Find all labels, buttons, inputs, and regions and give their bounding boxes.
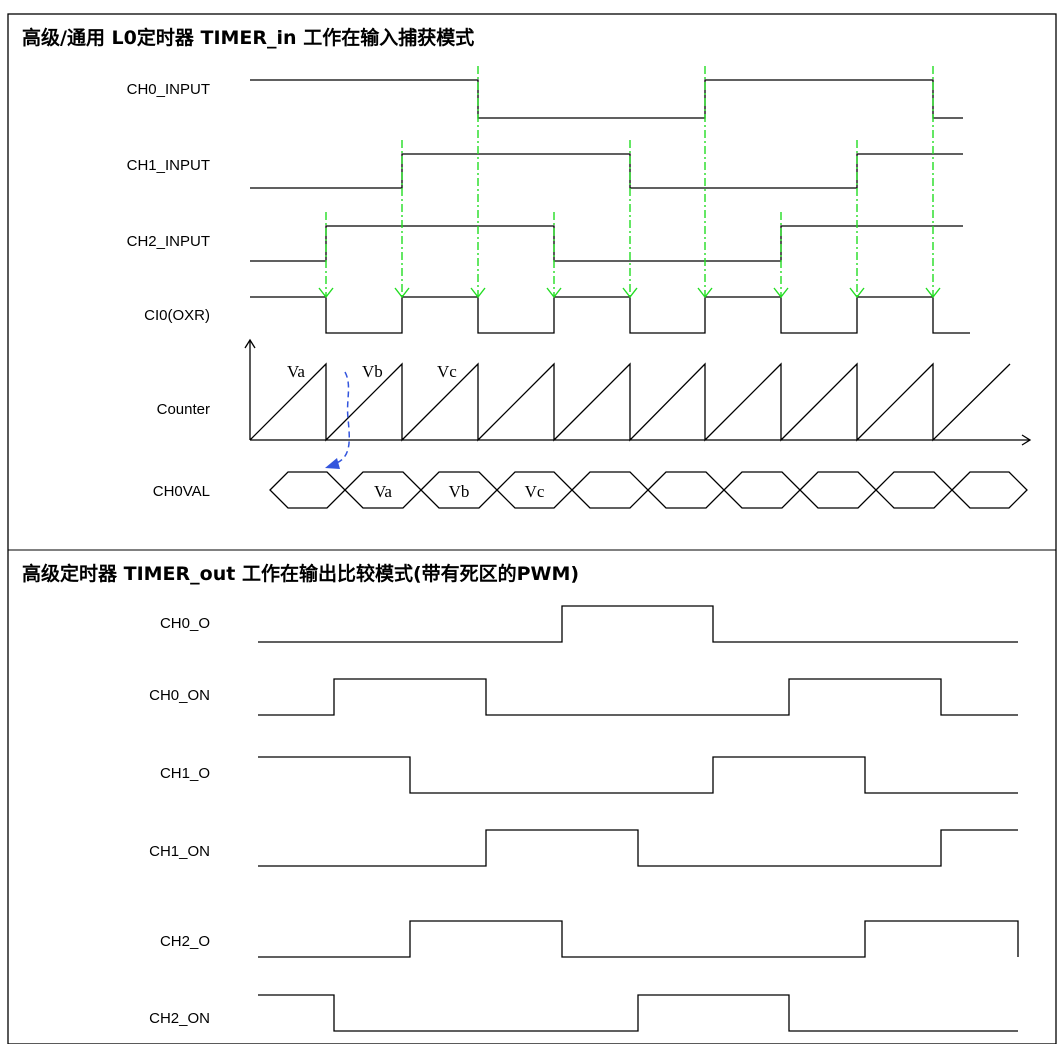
ch0val-cell-value: Va bbox=[374, 482, 392, 501]
ch0val-cell bbox=[269, 471, 346, 509]
edge-marker-arrow-icon bbox=[622, 287, 638, 299]
ch0val-cell bbox=[875, 471, 953, 509]
counter-label: Counter bbox=[157, 401, 210, 418]
diagram-frame bbox=[7, 13, 1057, 1044]
counter-x-axis-arrow-icon bbox=[1021, 434, 1032, 446]
edge-marker-arrow-icon bbox=[697, 287, 713, 299]
ch0val-cell-value: Vb bbox=[449, 482, 470, 501]
ch1-on-label: CH1_ON bbox=[149, 843, 210, 860]
counter-value-va: Va bbox=[287, 362, 305, 381]
ch0-on-label: CH0_ON bbox=[149, 687, 210, 704]
ch0-on-waveform bbox=[258, 678, 1018, 716]
counter-sawtooth bbox=[249, 362, 1011, 442]
edge-marker-arrow-icon bbox=[470, 287, 486, 299]
edge-marker-arrow-icon bbox=[773, 287, 789, 299]
ch0val-cell bbox=[799, 471, 877, 509]
ch0val-cell bbox=[723, 471, 801, 509]
ch2-on-waveform bbox=[258, 994, 1018, 1032]
ch1-o-label: CH1_O bbox=[160, 765, 210, 782]
ch2-input-waveform bbox=[250, 225, 963, 262]
ch0-o-waveform bbox=[258, 605, 1018, 643]
ch2-o-label: CH2_O bbox=[160, 933, 210, 950]
edge-marker-arrow-icon bbox=[546, 287, 562, 299]
ch2-input-label: CH2_INPUT bbox=[127, 233, 210, 250]
ch1-input-label: CH1_INPUT bbox=[127, 157, 210, 174]
ch0val-bus: Va Vb Vc bbox=[269, 471, 1028, 509]
counter-y-axis-arrow-icon bbox=[244, 338, 256, 349]
ch0val-cell bbox=[647, 471, 725, 509]
edge-markers bbox=[318, 66, 941, 299]
ch0val-cell bbox=[951, 471, 1028, 509]
ch1-input-waveform bbox=[250, 153, 963, 189]
edge-marker-arrow-icon bbox=[318, 287, 334, 299]
edge-marker-arrow-icon bbox=[925, 287, 941, 299]
ch0val-label: CH0VAL bbox=[153, 483, 210, 500]
ch0-o-label: CH0_O bbox=[160, 615, 210, 632]
ch0-input-label: CH0_INPUT bbox=[127, 81, 210, 98]
ch1-o-waveform bbox=[258, 756, 1018, 794]
ch2-on-label: CH2_ON bbox=[149, 1010, 210, 1027]
ch2-o-waveform bbox=[258, 920, 1019, 958]
edge-marker-arrow-icon bbox=[394, 287, 410, 299]
edge-marker-arrow-icon bbox=[849, 287, 865, 299]
ch1-on-waveform bbox=[258, 829, 1018, 867]
section-in-title: 高级/通用 L0定时器 TIMER_in 工作在输入捕获模式 bbox=[22, 26, 474, 49]
ci0-oxr-label: CI0(OXR) bbox=[144, 307, 210, 324]
section-out-title: 高级定时器 TIMER_out 工作在输出比较模式(带有死区的PWM) bbox=[22, 562, 579, 585]
counter-value-vb: Vb bbox=[362, 362, 383, 381]
capture-transfer-arrowhead-icon bbox=[325, 458, 340, 469]
capture-transfer-arrow bbox=[333, 371, 350, 465]
ch0val-cell-value: Vc bbox=[525, 482, 545, 501]
ci0-oxr-waveform bbox=[250, 296, 970, 334]
ch0val-cell bbox=[571, 471, 649, 509]
counter-value-vc: Vc bbox=[437, 362, 457, 381]
ch0-input-waveform bbox=[250, 79, 963, 119]
